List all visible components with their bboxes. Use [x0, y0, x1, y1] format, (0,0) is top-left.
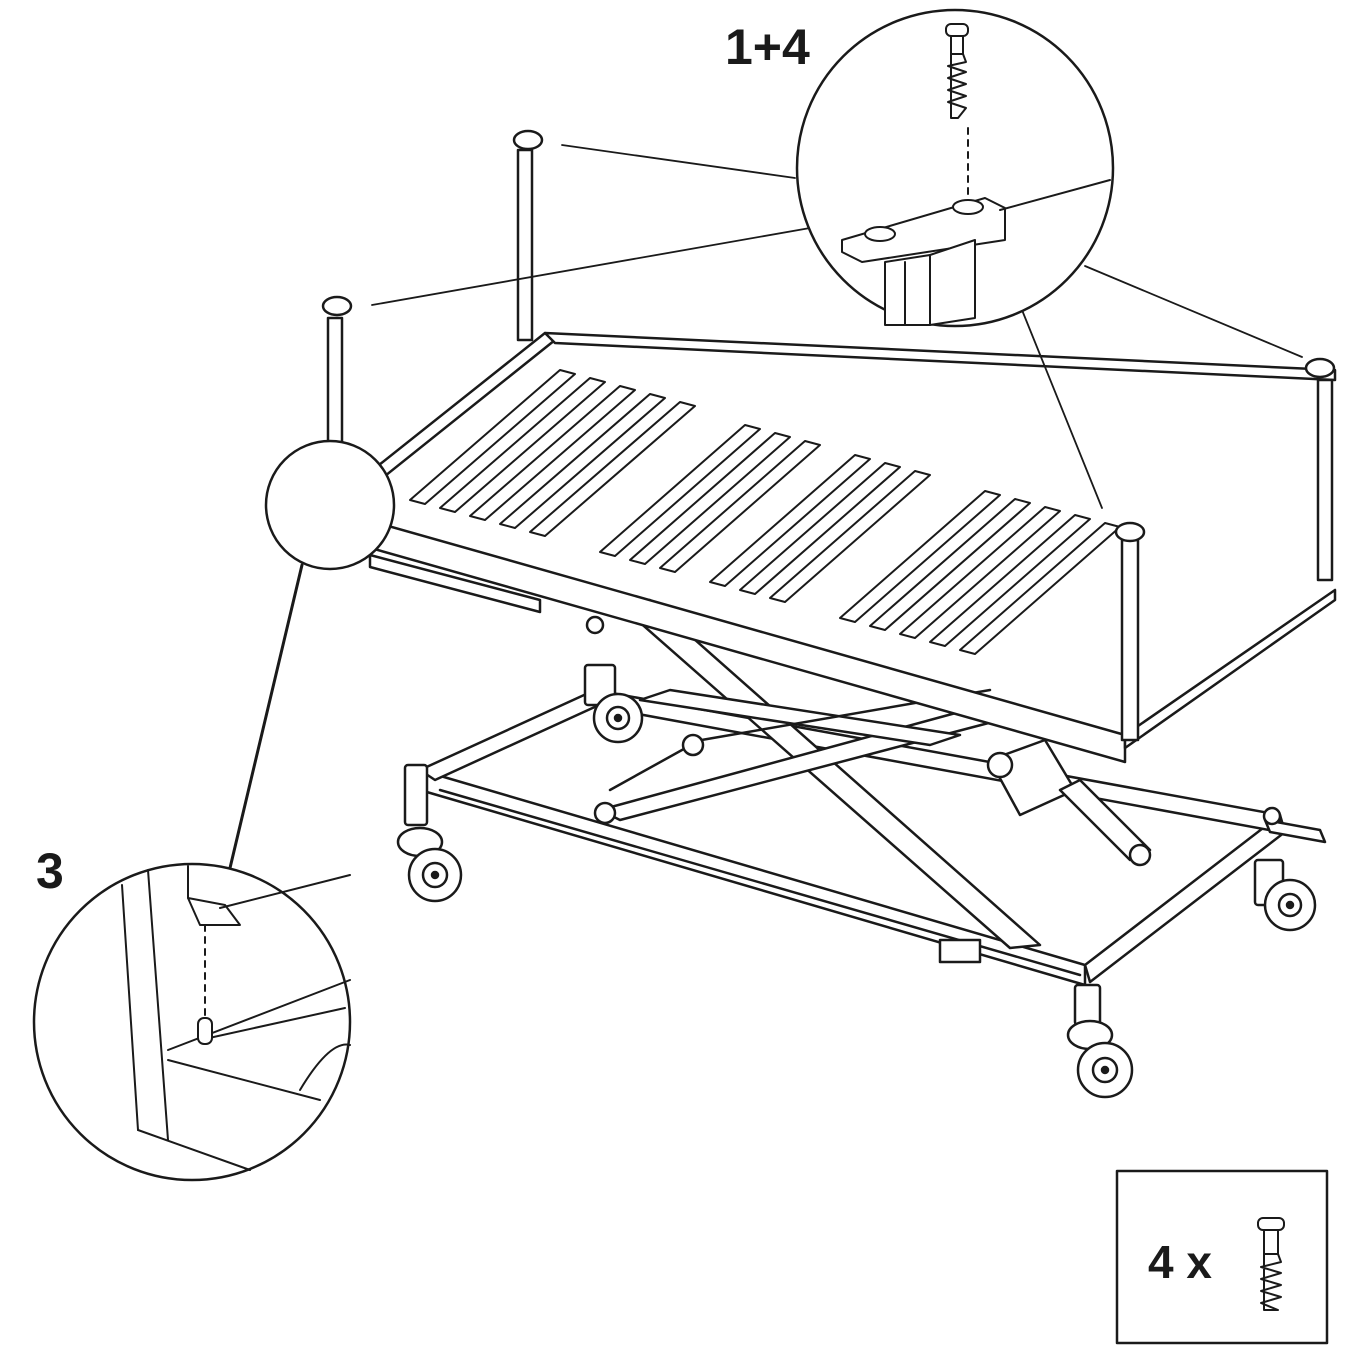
parts-quantity: 4 x [1148, 1236, 1212, 1288]
post-back-left [512, 129, 544, 342]
top-detail-callout: 1+4 [725, 8, 1115, 328]
base-frame [418, 688, 1287, 987]
caster-back-right [1253, 858, 1317, 932]
post-back-right [1304, 357, 1336, 582]
control-box [938, 938, 982, 964]
bed-frame-illustration [321, 129, 1337, 1099]
leader-lines [228, 144, 1303, 870]
caster-front-left [396, 763, 463, 903]
caster-front-right [1066, 983, 1134, 1099]
caster-back-left [583, 663, 644, 744]
left-detail-label: 3 [36, 843, 64, 899]
post-onto-pin-detail [121, 865, 351, 1171]
top-detail-label: 1+4 [725, 19, 810, 75]
brake-pedal [1262, 806, 1327, 844]
actuator-motor [986, 738, 1152, 867]
upper-frame [323, 331, 1337, 764]
parts-box: 4 x [1115, 1169, 1329, 1345]
bolt-into-post-cap-detail [841, 23, 1111, 326]
post-front-right [1114, 521, 1146, 742]
left-detail-callout: 3 [32, 439, 396, 1182]
carriage-bolt-icon [1257, 1217, 1285, 1311]
slats [409, 369, 1121, 655]
